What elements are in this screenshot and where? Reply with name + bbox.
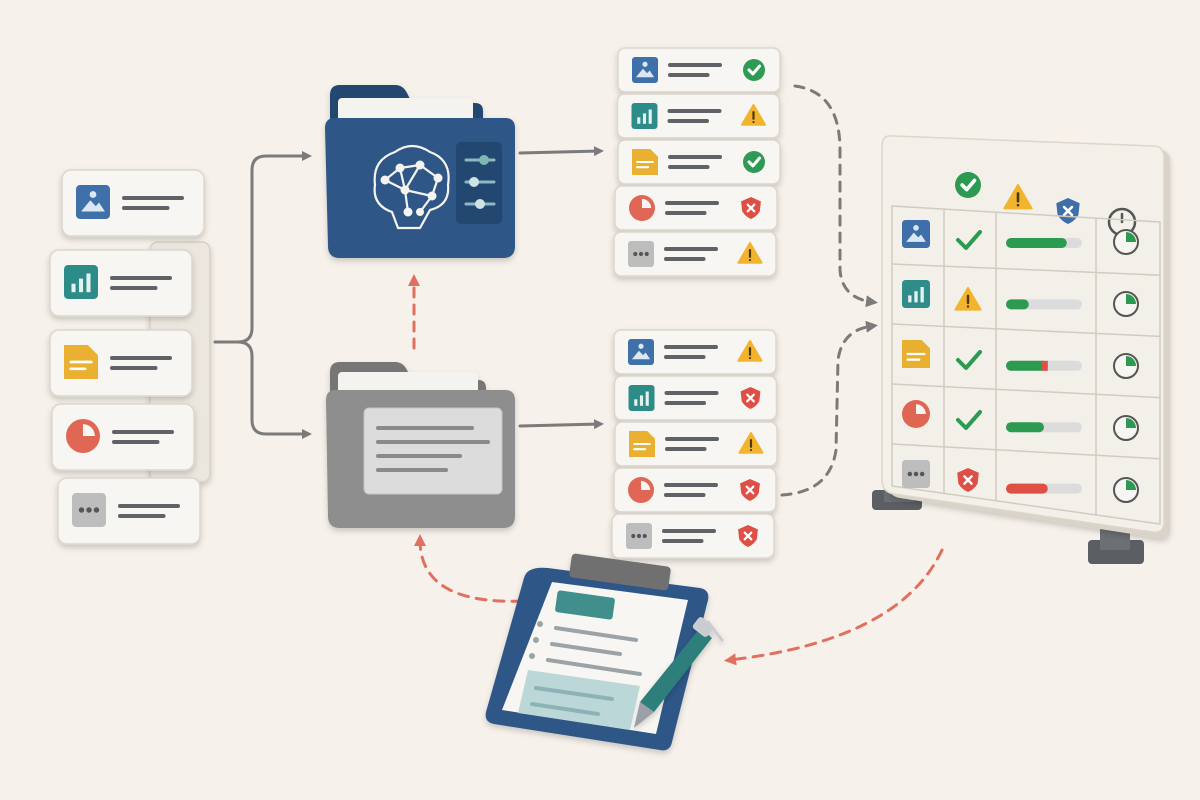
warning-icon — [738, 432, 764, 454]
chart-icon — [64, 265, 98, 299]
pie-chart-icon — [628, 477, 654, 503]
check-icon — [956, 350, 982, 370]
document-icon — [902, 340, 930, 368]
warning-icon — [954, 287, 982, 311]
result-card — [614, 185, 778, 231]
split-connector — [213, 151, 312, 344]
rules-to-results-arrow — [518, 419, 604, 430]
dashboard-row — [891, 263, 1161, 317]
result-card — [613, 231, 777, 277]
ellipsis-icon — [72, 493, 106, 527]
warning-icon — [740, 104, 767, 126]
input-items — [49, 169, 205, 545]
result-card — [613, 467, 777, 513]
check-circle-icon — [743, 59, 765, 81]
document-icon — [632, 149, 658, 175]
document-icon — [629, 431, 655, 457]
clock-icon — [1113, 353, 1139, 379]
shield-x-icon — [740, 387, 761, 409]
chart-icon — [631, 103, 658, 129]
clipboard-clip — [569, 553, 671, 591]
rule-results-list — [611, 329, 778, 559]
connectors — [213, 84, 944, 666]
clipboard-highlight — [518, 670, 640, 730]
ai-results-list — [613, 47, 781, 277]
input-card — [49, 329, 193, 397]
ai-to-results-arrow — [518, 146, 604, 157]
clipboard-to-rules-arrow — [414, 534, 542, 603]
rule-folder — [326, 362, 515, 528]
clock-icon — [1113, 229, 1139, 255]
progress-bar — [1006, 360, 1082, 371]
input-card — [57, 477, 201, 545]
ellipsis-icon — [626, 523, 652, 549]
clipboard-icon — [485, 553, 709, 751]
dashboard-row — [902, 220, 1139, 255]
document-icon — [64, 345, 98, 379]
pen-icon — [634, 617, 724, 728]
progress-bar — [1006, 238, 1082, 248]
image-icon — [628, 339, 654, 365]
dashboard-header — [955, 172, 1137, 237]
chart-icon — [902, 280, 930, 308]
result-card — [613, 375, 778, 421]
pie-chart-icon — [66, 419, 100, 453]
dashboard — [872, 134, 1170, 564]
check-circle-icon — [743, 151, 765, 173]
clock-icon — [1113, 415, 1139, 441]
result-card — [616, 93, 781, 139]
clipboard-header-block — [555, 590, 615, 620]
check-icon — [956, 230, 982, 250]
dashboard-row — [891, 443, 1161, 503]
result-card — [611, 513, 775, 559]
dashboard-row — [891, 383, 1161, 441]
ellipsis-icon — [902, 460, 930, 488]
progress-bar — [1006, 299, 1082, 310]
ai-results-to-dashboard-arrow — [793, 84, 878, 308]
input-card — [49, 249, 193, 317]
result-card — [617, 47, 781, 93]
sliders-icon — [464, 155, 496, 209]
image-icon — [76, 185, 110, 219]
progress-bar — [1006, 483, 1082, 494]
warning-icon — [737, 242, 763, 264]
neural-network-icon — [373, 144, 450, 230]
check-circle-icon — [955, 172, 981, 198]
text-lines-icon — [363, 407, 503, 495]
split-connector-lower — [236, 340, 312, 439]
result-card — [613, 329, 777, 375]
image-icon — [632, 57, 658, 83]
dashboard-to-clipboard-arrow — [724, 548, 944, 666]
result-card — [614, 421, 778, 467]
dashboard-rows — [891, 205, 1161, 525]
warning-icon — [737, 340, 763, 362]
warning-icon — [1003, 184, 1033, 210]
ellipsis-icon — [628, 241, 654, 267]
input-stack — [49, 169, 211, 545]
result-card — [617, 139, 781, 185]
shield-x-icon — [957, 468, 979, 492]
shield-x-icon — [740, 479, 760, 501]
input-card — [51, 403, 195, 471]
progress-bar — [1006, 422, 1082, 433]
dashboard-row — [891, 323, 1161, 379]
chart-icon — [628, 385, 655, 411]
input-card — [61, 169, 205, 237]
clock-icon — [1113, 477, 1139, 503]
pie-chart-icon — [902, 400, 930, 428]
check-icon — [956, 410, 982, 430]
shield-x-icon — [741, 197, 761, 219]
rule-results-to-dashboard-arrow — [780, 320, 878, 497]
ai-folder — [325, 85, 515, 258]
pie-chart-icon — [629, 195, 655, 221]
image-icon — [902, 220, 930, 248]
shield-x-icon — [738, 525, 758, 547]
clock-icon — [1113, 291, 1139, 317]
dashboard-board — [881, 134, 1165, 534]
